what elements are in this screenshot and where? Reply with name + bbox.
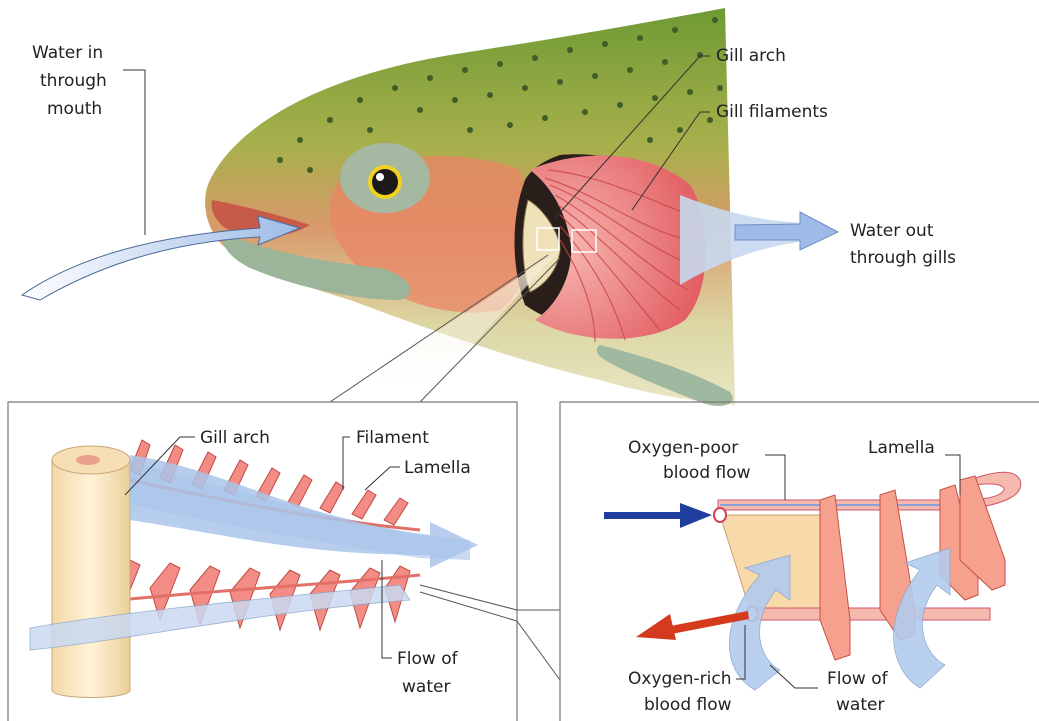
label-water-in-1: Water in <box>32 42 103 64</box>
label-gill-arch-top: Gill arch <box>716 45 786 67</box>
fish-head-illustration <box>205 8 820 406</box>
label-gill-arch-inset: Gill arch <box>200 427 270 449</box>
label-filament: Filament <box>356 427 429 449</box>
label-flow-right-2: water <box>836 694 884 716</box>
label-lamella-right: Lamella <box>868 437 935 459</box>
label-water-out-2: through gills <box>850 247 956 269</box>
label-oxygen-poor-1: Oxygen-poor <box>628 437 738 459</box>
label-gill-filaments: Gill filaments <box>716 101 828 123</box>
label-flow-left-1: Flow of <box>397 648 458 670</box>
label-flow-right-1: Flow of <box>827 668 888 690</box>
label-oxygen-rich-1: Oxygen-rich <box>628 668 732 690</box>
eye <box>340 143 430 213</box>
label-lamella-left: Lamella <box>404 457 471 479</box>
label-oxygen-rich-2: blood flow <box>644 694 732 716</box>
label-water-in-3: mouth <box>47 98 102 120</box>
oxygen-poor-arrow <box>604 503 712 528</box>
label-flow-left-2: water <box>402 676 450 698</box>
left-inset <box>8 402 560 721</box>
label-water-in-2: through <box>40 70 107 92</box>
label-water-out-1: Water out <box>850 220 934 242</box>
label-oxygen-poor-2: blood flow <box>663 462 751 484</box>
